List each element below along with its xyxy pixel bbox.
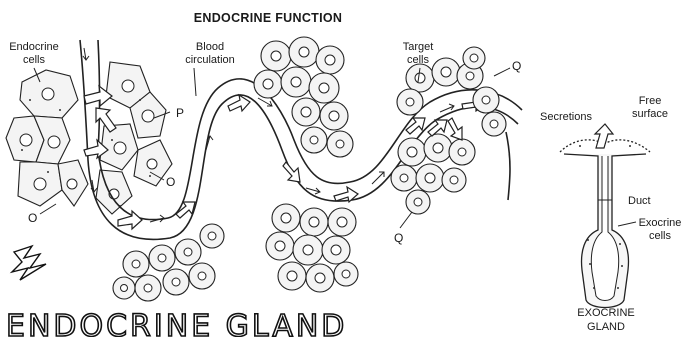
label-o-left: O [28, 211, 37, 225]
blood-circulation-label-line2: circulation [185, 54, 235, 66]
footer-title: ENDOCRINE GLAND [6, 309, 347, 337]
secretions-label: Secretions [540, 111, 592, 123]
exocrine-cells-label-line2: cells [649, 230, 672, 242]
cell-cluster-middle-bottom [266, 204, 358, 292]
secretion-arrow [595, 124, 613, 148]
label-p: P [176, 106, 184, 120]
target-cells-label-line1: Target [403, 41, 434, 53]
q-top-leader [494, 68, 510, 76]
cell-cluster-middle-top [254, 37, 353, 157]
vessel-exit [506, 132, 510, 200]
free-surface-label-line1: Free [639, 95, 662, 107]
exocrine-cells-label-line1: Exocrine [639, 217, 682, 229]
exocrine-cells-pointer [618, 222, 636, 226]
gland-logo-icon [12, 246, 46, 280]
duct-label: Duct [628, 195, 651, 207]
target-cells-label-line2: cells [407, 54, 430, 66]
label-q-top: Q [512, 59, 521, 73]
blood-circulation-label-line1: Blood [196, 41, 224, 53]
hormone-arrow-to-target [448, 118, 462, 140]
diagram-title: ENDOCRINE FUNCTION [194, 11, 342, 25]
o-left-leader [40, 204, 56, 214]
label-q-bottom: Q [394, 231, 403, 245]
endocrine-cell-cluster [6, 62, 172, 214]
endocrine-cells-label-line1: Endocrine [9, 41, 59, 53]
q-bottom-leader [400, 212, 412, 228]
label-o-mid: O [166, 175, 175, 189]
target-cell-cluster-lower [391, 134, 475, 214]
free-surface-label-line2: surface [632, 108, 668, 120]
exocrine-gland [560, 124, 650, 308]
blood-circulation-leader [194, 68, 196, 96]
exocrine-gland-label-line2: GLAND [587, 321, 625, 333]
endocrine-cells-label-line2: cells [23, 54, 46, 66]
exocrine-gland-label-line1: EXOCRINE [577, 307, 634, 319]
